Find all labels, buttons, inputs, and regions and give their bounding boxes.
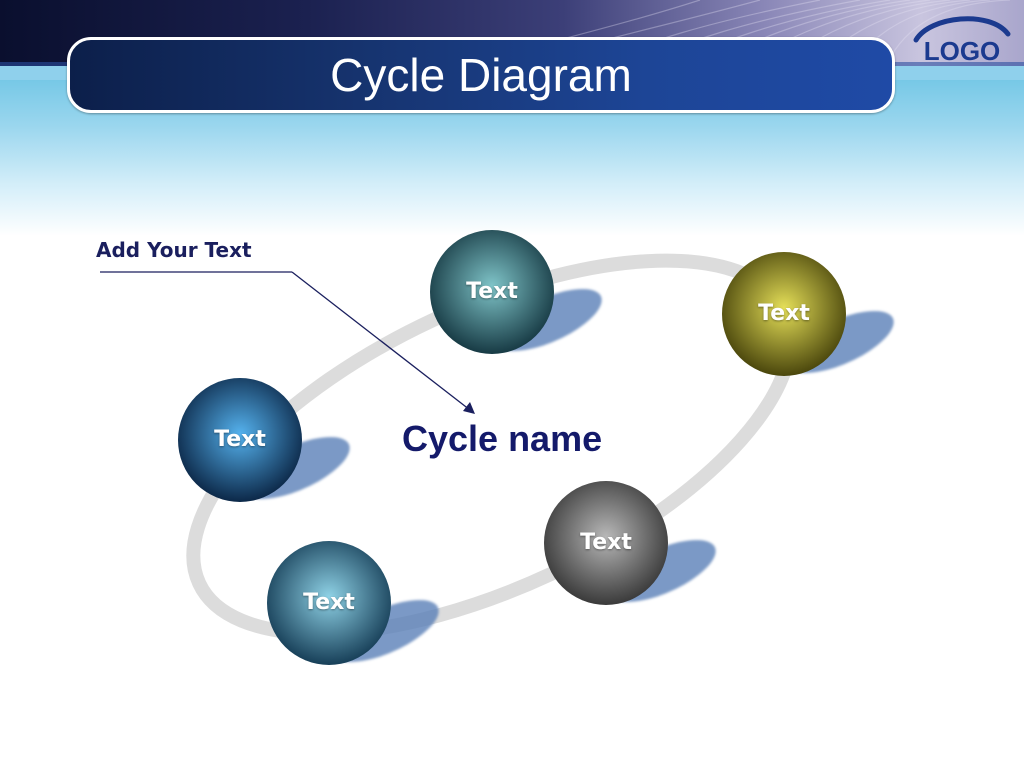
node-label-right: Text bbox=[758, 301, 810, 326]
node-bottom-right-sphere bbox=[544, 481, 668, 605]
title-bar: Cycle Diagram bbox=[67, 37, 895, 113]
node-right bbox=[722, 252, 894, 376]
node-top bbox=[430, 230, 602, 354]
node-label-top: Text bbox=[466, 279, 518, 304]
node-bottom-right bbox=[544, 481, 716, 605]
page-title: Cycle Diagram bbox=[330, 49, 632, 101]
node-top-sphere bbox=[430, 230, 554, 354]
callout-pointer-line bbox=[291, 271, 471, 411]
node-left-sphere bbox=[178, 378, 302, 502]
cycle-name-label: Cycle name bbox=[402, 418, 603, 459]
logo: LOGO bbox=[910, 10, 1014, 70]
node-left bbox=[178, 378, 350, 502]
node-bottom-left bbox=[267, 541, 439, 665]
node-label-bottom-right: Text bbox=[580, 530, 632, 555]
node-label-bottom-left: Text bbox=[303, 590, 355, 615]
callout-arrowhead bbox=[463, 402, 475, 414]
logo-arc-icon bbox=[913, 16, 1011, 43]
node-right-sphere bbox=[722, 252, 846, 376]
node-label-left: Text bbox=[214, 427, 266, 452]
node-bottom-left-sphere bbox=[267, 541, 391, 665]
logo-text: LOGO bbox=[923, 36, 1001, 66]
callout-text: Add Your Text bbox=[96, 238, 252, 262]
